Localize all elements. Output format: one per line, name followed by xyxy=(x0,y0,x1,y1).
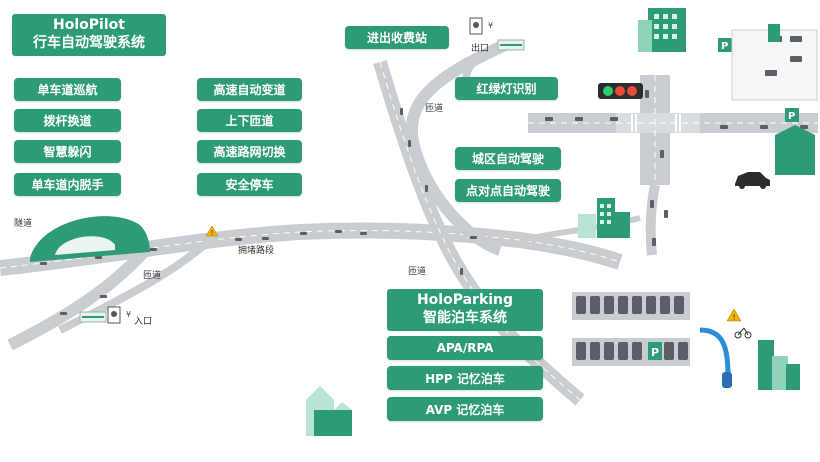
feature-tag: 点对点自动驾驶 xyxy=(455,179,561,202)
toll-gate-bottom xyxy=(79,311,107,323)
holoparking-name: HoloParking xyxy=(416,292,514,308)
city-buildings-bottom xyxy=(758,340,800,390)
tunnel-label: 隧道 xyxy=(14,219,33,229)
city-vehicles xyxy=(545,90,808,246)
feature-tag: HPP 记忆泊车 xyxy=(387,366,543,390)
cyclist-icon xyxy=(734,327,752,339)
house-icon xyxy=(306,386,352,436)
holoparking-subtitle: 智能泊车系统 xyxy=(423,310,507,326)
warning-icon: ! xyxy=(726,308,742,322)
holopilot-title: HoloPilot 行车自动驾驶系统 xyxy=(12,14,166,56)
feature-tag: 智慧躲闪 xyxy=(14,140,121,163)
warning-icon: ! xyxy=(205,225,219,237)
svg-text:P: P xyxy=(651,346,659,359)
ramp-label: 匝道 xyxy=(143,271,162,281)
toll-gate-top xyxy=(497,39,525,51)
feature-tag: 高速路网切换 xyxy=(197,140,302,163)
svg-text:¥: ¥ xyxy=(488,21,493,30)
city-buildings-right xyxy=(775,125,815,175)
ramp-label: 匝道 xyxy=(425,104,444,114)
car-icon xyxy=(735,172,770,189)
ramp-label: 匝道 xyxy=(408,267,427,277)
city-intersection xyxy=(528,75,818,256)
parking-lot-bottom: P xyxy=(572,292,690,366)
parking-sign-icon: P xyxy=(718,38,732,52)
feature-tag: AVP 记忆泊车 xyxy=(387,397,543,421)
parking-trajectory xyxy=(699,327,732,388)
holopilot-subtitle: 行车自动驾驶系统 xyxy=(33,35,145,51)
feature-tag: 单车道巡航 xyxy=(14,78,121,101)
svg-text:P: P xyxy=(788,111,795,122)
parking-sign-icon: P xyxy=(785,108,799,122)
holopilot-name: HoloPilot xyxy=(53,17,125,33)
feature-tag: 红绿灯识别 xyxy=(455,77,558,100)
svg-text:¥: ¥ xyxy=(126,310,131,319)
svg-text:!: ! xyxy=(211,229,214,237)
city-buildings-top xyxy=(638,8,686,52)
svg-text:!: ! xyxy=(733,313,736,322)
traffic-light-icon xyxy=(598,83,643,99)
svg-text:P: P xyxy=(721,41,728,52)
feature-tag: APA/RPA xyxy=(387,336,543,360)
exit-label: 出口 xyxy=(471,44,490,54)
feature-tag: 单车道内脱手 xyxy=(14,173,121,196)
toll-booth-icon-entrance: ¥ xyxy=(107,306,131,324)
parking-lot-top xyxy=(731,24,818,101)
entrance-label: 入口 xyxy=(134,317,153,327)
feature-tag: 安全停车 xyxy=(197,173,302,196)
feature-tag: 进出收费站 xyxy=(345,26,449,49)
toll-booth-icon-exit: ¥ xyxy=(469,17,493,35)
city-buildings-mid xyxy=(578,198,630,238)
feature-tag: 拨杆换道 xyxy=(14,109,121,132)
congestion-label: 拥堵路段 xyxy=(238,246,275,256)
feature-tag: 高速自动变道 xyxy=(197,78,302,101)
feature-tag: 城区自动驾驶 xyxy=(455,147,561,170)
feature-tag: 上下匝道 xyxy=(197,109,302,132)
holoparking-title: HoloParking 智能泊车系统 xyxy=(387,289,543,331)
tunnel-icon xyxy=(30,216,150,262)
